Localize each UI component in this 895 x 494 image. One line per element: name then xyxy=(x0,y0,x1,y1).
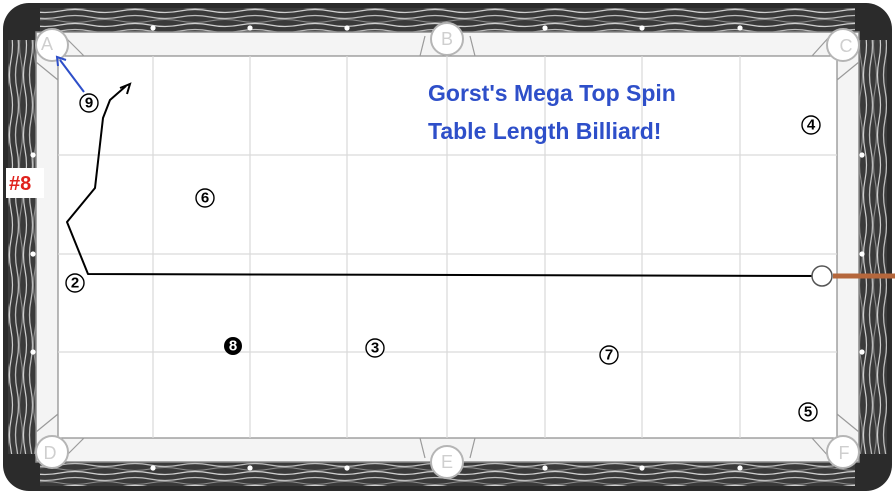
side-marker: #8 xyxy=(9,173,31,195)
pocket-d: D xyxy=(36,436,68,468)
ball-9-number: 9 xyxy=(85,95,93,112)
pocket-f: F xyxy=(827,436,859,468)
ball-9: 9 xyxy=(80,94,98,112)
pocket-f-label: F xyxy=(839,443,850,463)
ball-6: 6 xyxy=(196,189,214,207)
pocket-d-label: D xyxy=(44,443,57,463)
pocket-e-label: E xyxy=(441,452,453,472)
ball-3: 3 xyxy=(366,339,384,357)
diagram-title-line-1: Gorst's Mega Top Spin xyxy=(428,80,676,106)
ball-7: 7 xyxy=(600,346,618,364)
ball-5-number: 5 xyxy=(804,404,812,421)
pocket-a: A xyxy=(36,29,68,61)
pocket-e: E xyxy=(431,446,463,478)
diagram-title-line-2: Table Length Billiard! xyxy=(428,118,661,144)
ball-6-number: 6 xyxy=(201,190,209,207)
pocket-a-label: A xyxy=(41,34,53,54)
ball-8: 8 xyxy=(224,337,242,355)
ball-2-number: 2 xyxy=(71,275,79,292)
ball-2: 2 xyxy=(66,274,84,292)
ball-8-number: 8 xyxy=(229,338,237,355)
pocket-c: C xyxy=(827,29,859,61)
pocket-b: B xyxy=(431,23,463,55)
ball-3-number: 3 xyxy=(371,340,379,357)
ball-4: 4 xyxy=(802,116,820,134)
ball-5: 5 xyxy=(799,403,817,421)
pocket-b-label: B xyxy=(441,29,453,49)
pocket-c-label: C xyxy=(840,36,853,56)
ball-7-number: 7 xyxy=(605,347,613,364)
ball-4-number: 4 xyxy=(807,117,816,134)
cue-ball xyxy=(812,266,832,286)
